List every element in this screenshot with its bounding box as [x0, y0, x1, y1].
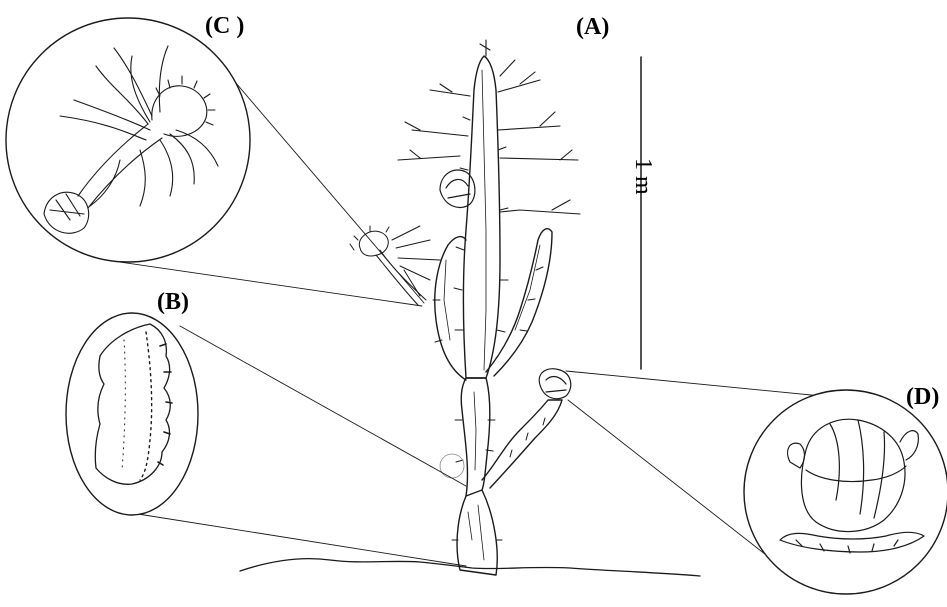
side-flower-tuft	[350, 226, 440, 305]
detail-d-fruit	[744, 390, 947, 594]
lower-right-branch	[482, 400, 562, 488]
branch-flower-bud	[539, 369, 571, 399]
detail-c-flower	[6, 18, 250, 262]
detail-b-stem	[66, 313, 198, 515]
background-twigs	[398, 40, 580, 214]
label-d: (D)	[906, 384, 939, 411]
label-c: (C )	[205, 13, 244, 40]
stem-mark	[440, 454, 464, 478]
left-branch	[435, 237, 466, 380]
ground-line	[240, 559, 700, 576]
scale-bar-label: 1 m	[629, 158, 656, 195]
label-b: (B)	[157, 289, 189, 316]
label-a: (A)	[576, 14, 609, 41]
stem-flower-bud	[440, 170, 475, 208]
central-stem	[463, 56, 500, 378]
right-branch	[486, 229, 552, 376]
basal-stem	[457, 490, 497, 575]
